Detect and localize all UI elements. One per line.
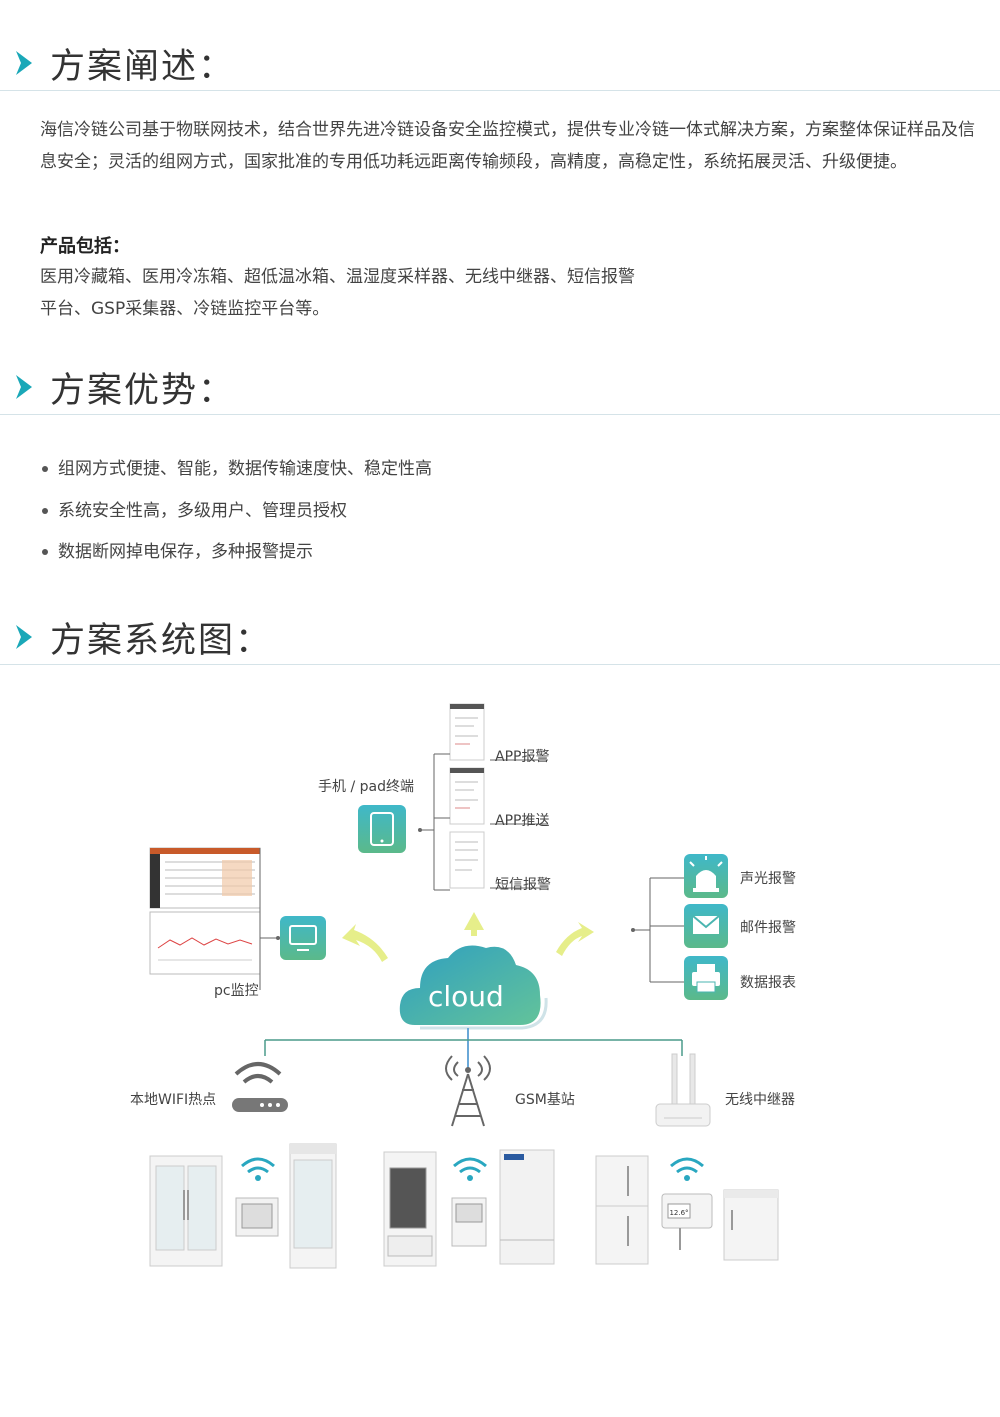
section-title: 方案优势： bbox=[50, 371, 236, 411]
wifi-hotspot-label: 本地WIFI热点 bbox=[130, 1092, 217, 1108]
printer-icon bbox=[684, 956, 728, 1000]
data-report-label: 数据报表 bbox=[740, 975, 796, 991]
medical-fridge-glass-door bbox=[289, 1143, 337, 1269]
pc-chart-screenshot bbox=[149, 911, 261, 975]
app-push-label: APP推送 bbox=[495, 813, 550, 829]
lab-cabinet-freezer bbox=[723, 1189, 779, 1261]
arrow-left-icon bbox=[342, 924, 388, 962]
wireless-repeater-icon bbox=[655, 1053, 711, 1127]
overview-paragraph: 海信冷链公司基于物联网技术，结合世界先进冷链设备安全监控模式，提供专业冷链一体式… bbox=[40, 120, 975, 172]
phone-screenshot-app-push bbox=[449, 767, 485, 825]
email-alarm-label: 邮件报警 bbox=[740, 920, 796, 936]
arrow-right-icon bbox=[556, 922, 594, 956]
products-line-2: 平台、GSP采集器、冷链监控平台等。 bbox=[40, 299, 330, 319]
section-title: 方案阐述： bbox=[50, 47, 236, 87]
wifi-icon bbox=[241, 1157, 275, 1181]
cell-tower-icon bbox=[445, 1055, 491, 1127]
sms-alarm-label: 短信报警 bbox=[495, 877, 551, 893]
phone-screenshot-sms-alarm bbox=[449, 831, 485, 889]
section-title: 方案系统图： bbox=[50, 621, 273, 661]
wifi-icon bbox=[453, 1157, 487, 1181]
chevron-right-icon bbox=[16, 51, 32, 75]
list-item: 组网方式便捷、智能，数据传输速度快、稳定性高 bbox=[42, 454, 432, 479]
wifi-icon bbox=[670, 1157, 704, 1181]
sensor-readout: 12.6° bbox=[669, 1209, 688, 1217]
monitor-icon bbox=[280, 916, 326, 960]
medical-fridge-single-door bbox=[383, 1151, 437, 1267]
temperature-sensor bbox=[235, 1197, 279, 1237]
ultra-low-freezer bbox=[499, 1149, 555, 1265]
divider bbox=[0, 664, 1000, 665]
chevron-right-icon bbox=[16, 375, 32, 399]
medical-freezer bbox=[595, 1155, 649, 1265]
cloud-icon bbox=[399, 945, 548, 1030]
products-line-1: 医用冷藏箱、医用冷冻箱、超低温冰箱、温湿度采样器、无线中继器、短信报警 bbox=[40, 267, 635, 287]
mobile-terminal-label: 手机 / pad终端 bbox=[318, 779, 414, 795]
system-diagram: 12.6° bbox=[149, 703, 779, 1269]
temperature-sensor: 12.6° bbox=[661, 1193, 713, 1250]
phone-screenshot-app-alarm bbox=[449, 703, 485, 761]
wifi-router-icon bbox=[232, 1062, 288, 1112]
list-item: 系统安全性高，多级用户、管理员授权 bbox=[42, 496, 347, 521]
products-label: 产品包括： bbox=[40, 236, 130, 257]
list-item: 数据断网掉电保存，多种报警提示 bbox=[42, 537, 313, 562]
divider bbox=[0, 90, 1000, 91]
medical-fridge-double-door bbox=[149, 1155, 223, 1267]
section-diagram-header: 方案系统图： bbox=[0, 610, 1000, 670]
wireless-repeater-label: 无线中继器 bbox=[725, 1092, 795, 1108]
pc-monitor-label: pc监控 bbox=[214, 983, 259, 999]
section-advantages-header: 方案优势： bbox=[0, 360, 1000, 420]
section-overview-header: 方案阐述： bbox=[0, 36, 1000, 96]
pc-dashboard-screenshot bbox=[149, 847, 261, 909]
app-alarm-label: APP报警 bbox=[495, 749, 550, 765]
gsm-station-label: GSM基站 bbox=[515, 1092, 575, 1108]
divider bbox=[0, 414, 1000, 415]
temperature-sensor bbox=[451, 1197, 487, 1247]
cloud-label: cloud bbox=[428, 980, 504, 1013]
tablet-icon bbox=[358, 805, 406, 853]
chevron-right-icon bbox=[16, 625, 32, 649]
sound-light-alarm-label: 声光报警 bbox=[740, 871, 796, 887]
mail-icon bbox=[684, 904, 728, 948]
siren-icon bbox=[684, 854, 728, 898]
arrow-up-icon bbox=[464, 912, 484, 936]
